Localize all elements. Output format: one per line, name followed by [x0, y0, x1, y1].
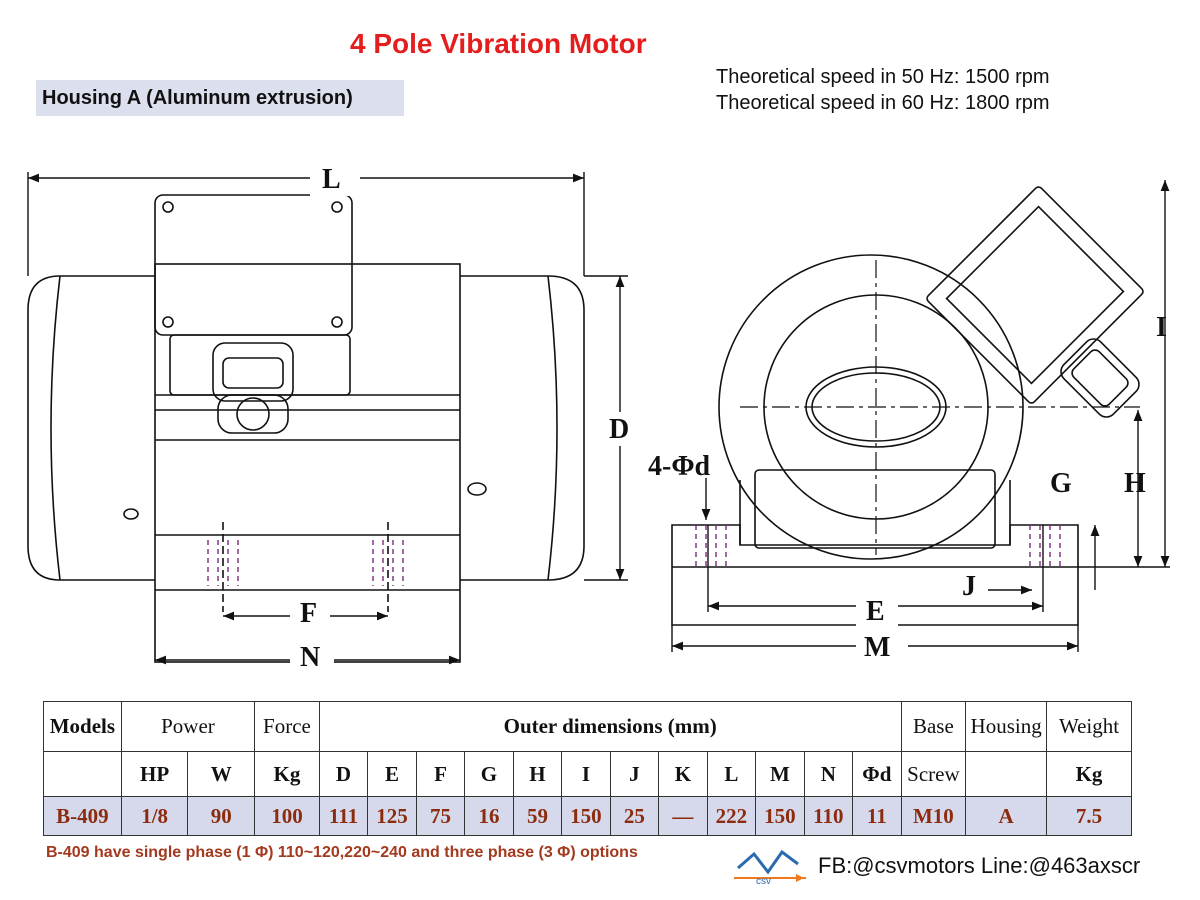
cell-h: 59	[512, 796, 563, 836]
subheader-weight-kg: Kg	[1046, 751, 1132, 797]
front-view	[27, 194, 585, 663]
cell-housing: A	[965, 796, 1048, 836]
subheader-m: M	[755, 751, 805, 797]
subheader-phi-d: Φd	[852, 751, 902, 797]
subheader-h: H	[512, 751, 563, 797]
contact-info: FB:@csvmotors Line:@463axscr	[818, 853, 1141, 878]
cell-l: 222	[706, 796, 757, 836]
subheader-w: W	[187, 751, 256, 797]
speed-50hz: Theoretical speed in 50 Hz: 1500 rpm	[716, 66, 1050, 88]
cell-k: —	[658, 796, 708, 836]
subheader-n: N	[803, 751, 854, 797]
header-outer-dimensions: Outer dimensions (mm)	[318, 701, 902, 752]
header-housing: Housing	[965, 701, 1048, 752]
cell-hp: 1/8	[120, 796, 189, 836]
options-note: B-409 have single phase (1 Φ) 110~120,22…	[46, 844, 638, 861]
subheader-screw: Screw	[900, 751, 967, 797]
table-subheader-row: HP W Kg D E F G H I J K L M N Φd Screw K…	[43, 751, 1132, 797]
subheader-hp: HP	[120, 751, 189, 797]
motor-drawing: L D F N	[27, 164, 1170, 673]
page-title: 4 Pole Vibration Motor	[350, 28, 647, 59]
housing-label: Housing A (Aluminum extrusion)	[36, 80, 404, 116]
subheader-j: J	[609, 751, 660, 797]
table-row: B-409 1/8 90 100 111 125 75 16 59 150 25…	[43, 796, 1132, 836]
cell-model: B-409	[43, 796, 122, 836]
csv-logo-icon: csv	[734, 849, 806, 886]
header-base: Base	[900, 701, 967, 752]
subheader-l: L	[706, 751, 757, 797]
speed-info: Theoretical speed in 50 Hz: 1500 rpm The…	[716, 64, 1050, 116]
cell-kg: 100	[254, 796, 320, 836]
dim-label-d: D	[609, 414, 629, 445]
subheader-d: D	[318, 751, 369, 797]
cell-weight: 7.5	[1046, 796, 1132, 836]
cell-screw: M10	[900, 796, 967, 836]
table-header-row: Models Power Force Outer dimensions (mm)…	[43, 701, 1132, 752]
cell-n: 110	[803, 796, 854, 836]
dim-label-i: I	[1156, 312, 1167, 343]
cell-d: 111	[318, 796, 369, 836]
header-force: Force	[254, 701, 320, 752]
subheader-i: I	[561, 751, 611, 797]
dim-label-f: F	[300, 598, 317, 629]
subheader-kg: Kg	[254, 751, 320, 797]
header-models: Models	[43, 701, 122, 752]
side-view	[671, 186, 1144, 626]
dim-label-l: L	[322, 164, 341, 195]
cell-e: 125	[367, 796, 417, 836]
spec-table: Models Power Force Outer dimensions (mm)…	[43, 701, 1132, 836]
cell-w: 90	[187, 796, 256, 836]
cell-g: 16	[464, 796, 514, 836]
logo-text: csv	[756, 876, 771, 886]
subheader-housing-empty	[965, 751, 1048, 797]
dim-label-e: E	[866, 596, 885, 627]
cell-phi-d: 11	[852, 796, 902, 836]
subheader-empty	[43, 751, 122, 797]
dim-label-n: N	[300, 642, 320, 673]
header-power: Power	[120, 701, 256, 752]
dim-label-m: M	[864, 632, 890, 663]
subheader-g: G	[464, 751, 514, 797]
subheader-e: E	[367, 751, 417, 797]
subheader-f: F	[415, 751, 466, 797]
header-weight: Weight	[1046, 701, 1132, 752]
cell-m: 150	[755, 796, 805, 836]
speed-60hz: Theoretical speed in 60 Hz: 1800 rpm	[716, 92, 1050, 114]
dim-label-j: J	[962, 571, 976, 602]
cell-j: 25	[609, 796, 660, 836]
dim-label-g: G	[1050, 468, 1072, 499]
subheader-k: K	[658, 751, 708, 797]
dim-label-h: H	[1124, 468, 1146, 499]
cell-i: 150	[561, 796, 611, 836]
dim-label-holes: 4-Φd	[648, 451, 711, 482]
cell-f: 75	[415, 796, 466, 836]
